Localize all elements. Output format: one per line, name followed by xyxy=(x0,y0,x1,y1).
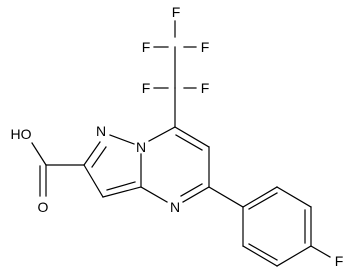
bond-aryl-f xyxy=(310,245,331,258)
bond-aryl-2 xyxy=(276,186,312,208)
bond-aryl-5-inner xyxy=(248,243,278,261)
bond-c3-c3a xyxy=(102,186,142,198)
bond-cooh-oh xyxy=(31,142,47,166)
bond-aryl-1-inner xyxy=(248,192,278,210)
atom-label-f4: F xyxy=(142,80,151,96)
bond-c5-n4-inner xyxy=(180,183,203,197)
atom-label-f6: F xyxy=(335,253,344,269)
atom-label-f3: F xyxy=(201,39,210,55)
bond-n1-c2 xyxy=(83,141,101,166)
atom-label-n-pyrazole: N xyxy=(96,123,106,139)
bond-c5-aryl xyxy=(208,186,244,208)
bond-aryl-4 xyxy=(276,245,312,267)
atom-label-f5: F xyxy=(201,80,210,96)
atom-label-f2: F xyxy=(172,4,181,20)
atom-label-n-pyrimidine: N xyxy=(170,199,180,215)
bond-c7-c6-inner xyxy=(175,134,203,151)
bond-aryl-1 xyxy=(242,186,278,208)
atom-label-hydroxyl: HO xyxy=(11,126,32,142)
atom-label-carbonyl-oxygen: O xyxy=(38,199,49,215)
bond-n7a-n1 xyxy=(109,134,135,145)
bond-aryl-5 xyxy=(242,245,278,267)
atom-labels: F F F F F F N N N HO O xyxy=(11,4,344,269)
bond-c5-n4 xyxy=(182,186,210,203)
bond-c7-c6 xyxy=(174,126,210,148)
bond-lines xyxy=(31,20,331,267)
bond-n7a-c7 xyxy=(148,126,176,142)
atom-label-f1: F xyxy=(142,39,151,55)
bond-c3-c3a-inner xyxy=(106,181,136,191)
bond-n1-c2-inner xyxy=(91,146,107,168)
atom-label-n-bridge: N xyxy=(136,139,146,155)
bond-n4-c3a xyxy=(140,186,168,203)
bond-c2-c3 xyxy=(83,164,104,198)
